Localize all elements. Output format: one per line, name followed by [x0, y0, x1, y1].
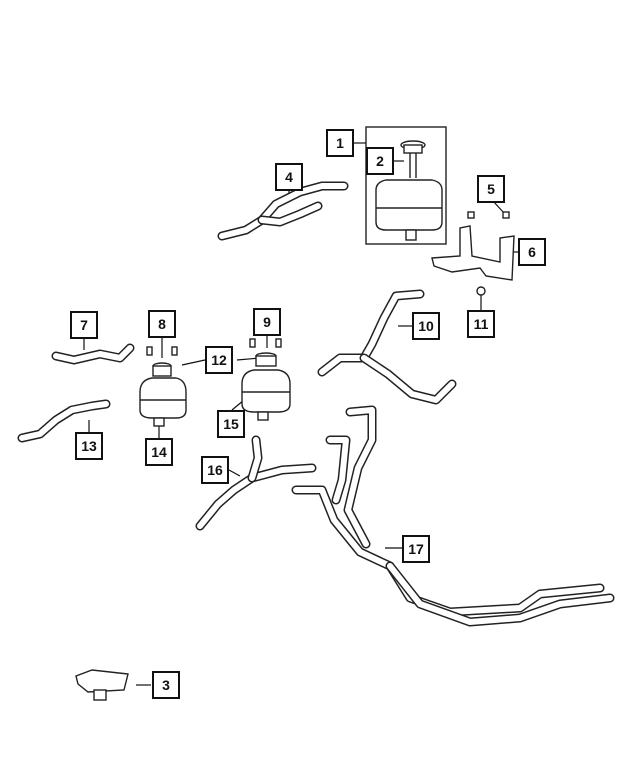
callout-1: 1 [326, 129, 354, 157]
fasteners-part [146, 338, 282, 356]
callout-8: 8 [148, 310, 176, 338]
callout-9: 9 [253, 308, 281, 336]
callout-15: 15 [217, 410, 245, 438]
callout-6: 6 [518, 238, 546, 266]
hose-item-17-part [291, 405, 615, 627]
callout-11: 11 [467, 310, 495, 338]
bottle-item-14-part [139, 362, 187, 427]
bottle-item-15-part [241, 352, 291, 421]
callout-4: 4 [275, 163, 303, 191]
callout-13: 13 [75, 432, 103, 460]
callout-12: 12 [205, 346, 233, 374]
callout-7: 7 [70, 311, 98, 339]
hose-item-16-part [195, 435, 317, 531]
coolant-bottle-assembly-part [365, 126, 447, 245]
clip-item-3-part [75, 669, 129, 701]
callout-14: 14 [145, 438, 173, 466]
callout-3: 3 [152, 671, 180, 699]
bracket-item-6-part [431, 211, 515, 296]
hose-item-10-part [317, 289, 457, 405]
hose-item-4-part [217, 181, 349, 241]
callout-5: 5 [477, 175, 505, 203]
hose-item-7-part [51, 343, 135, 365]
callout-17: 17 [402, 535, 430, 563]
hose-item-13-part [17, 399, 111, 443]
callout-2: 2 [366, 147, 394, 175]
callout-16: 16 [201, 456, 229, 484]
callout-10: 10 [412, 312, 440, 340]
